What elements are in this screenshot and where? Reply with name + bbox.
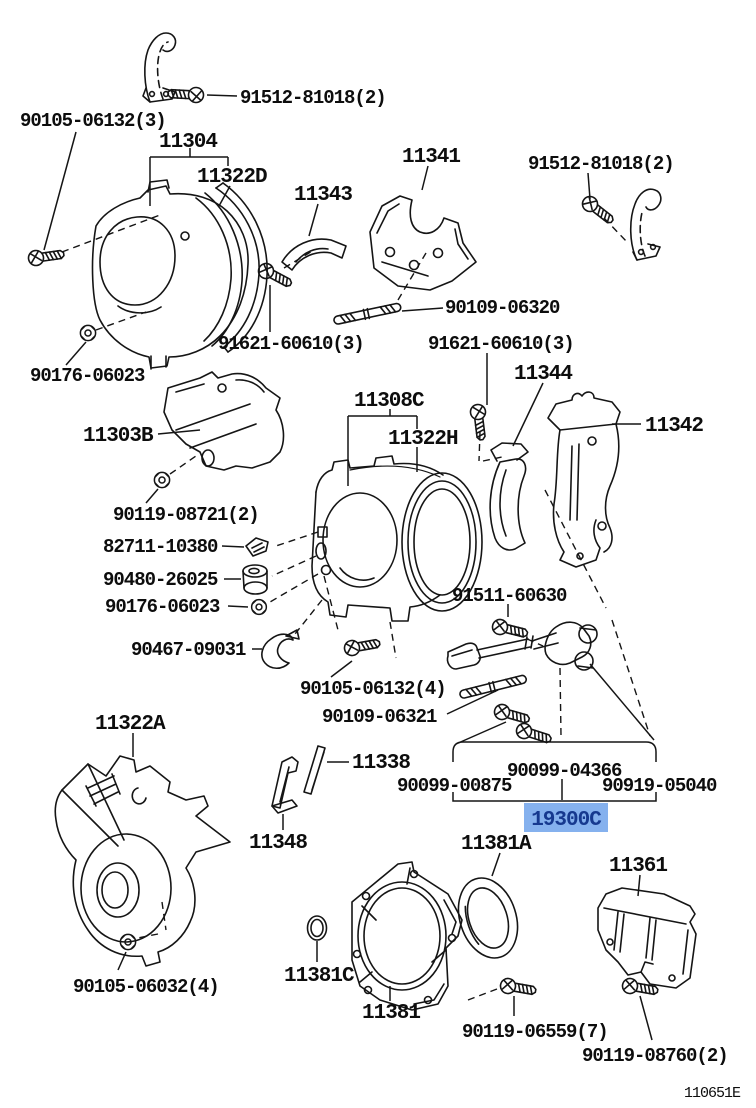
part-11343-drawing	[281, 238, 347, 271]
part-label-90119-08721[interactable]: 90119-08721(2)	[113, 504, 260, 526]
nut-90176-top-drawing	[79, 324, 97, 342]
hanger-hook-right-drawing	[629, 188, 662, 261]
oil-nozzle-assembly-drawing	[446, 621, 598, 671]
bolt-90105-06132-3-drawing	[26, 245, 66, 268]
part-label-11342[interactable]: 11342	[645, 415, 704, 438]
stud-90109-06321-drawing	[458, 672, 529, 701]
bolt-91512-left-drawing	[166, 85, 205, 104]
highlighted-part-19300C[interactable]: 19300C	[524, 803, 608, 832]
part-label-91512-81018-right[interactable]: 91512-81018(2)	[528, 153, 675, 175]
part-label-11304[interactable]: 11304	[159, 131, 218, 154]
part-label-11338[interactable]: 11338	[352, 752, 411, 775]
part-label-90105-06132-3[interactable]: 90105-06132(3)	[20, 110, 167, 132]
part-label-11341[interactable]: 11341	[402, 146, 461, 169]
bolt-90119-06559-drawing	[498, 976, 538, 1000]
part-label-91621-60610-right[interactable]: 91621-60610(3)	[428, 333, 575, 355]
oring-11381C-drawing	[306, 915, 328, 941]
part-label-11361[interactable]: 11361	[609, 855, 668, 878]
grommet-90480-drawing	[242, 564, 268, 595]
part-label-11343[interactable]: 11343	[294, 184, 353, 207]
part-label-90919-05040[interactable]: 90919-05040	[602, 775, 718, 797]
bolt-90119-08760-drawing	[620, 976, 660, 1000]
part-label-82711-10380[interactable]: 82711-10380	[103, 536, 219, 558]
part-label-91511-60630[interactable]: 91511-60630	[452, 585, 568, 607]
part-label-90176-06023-bottom[interactable]: 90176-06023	[105, 596, 221, 618]
clamp-90467-drawing	[261, 629, 300, 670]
bolt-91511-drawing	[490, 617, 530, 642]
part-label-90105-06132-4[interactable]: 90105-06132(4)	[300, 678, 447, 700]
part-label-11322H[interactable]: 11322H	[388, 428, 459, 451]
part-label-11303B[interactable]: 11303B	[83, 425, 155, 448]
part-label-90467-09031[interactable]: 90467-09031	[131, 639, 247, 661]
part-label-90109-06320[interactable]: 90109-06320	[445, 297, 561, 319]
cover-11308C-drawing	[311, 455, 483, 622]
timing-cover-11304-drawing	[91, 179, 249, 370]
bolt-90099-b-drawing	[513, 720, 554, 748]
part-label-19300C[interactable]: 19300C	[531, 809, 603, 832]
part-label-11381C[interactable]: 11381C	[284, 965, 356, 988]
clip-82711-drawing	[245, 537, 269, 557]
part-label-11322D[interactable]: 11322D	[197, 166, 268, 189]
plate-11381-drawing	[351, 861, 463, 1011]
part-label-90099-00875[interactable]: 90099-00875	[397, 775, 513, 797]
part-label-90119-06559[interactable]: 90119-06559(7)	[462, 1021, 609, 1043]
part-label-90176-06023-top[interactable]: 90176-06023	[30, 365, 146, 387]
group-bracket-upper	[452, 741, 657, 762]
shell-11344-drawing	[489, 442, 529, 551]
cover-11361-drawing	[597, 887, 697, 989]
bolt-91512-right-drawing	[578, 192, 618, 228]
assembly-dashed-lines	[61, 214, 651, 1001]
part-label-11348[interactable]: 11348	[249, 832, 308, 855]
part-label-11308C[interactable]: 11308C	[354, 390, 426, 413]
wedge-11348-drawing	[271, 756, 299, 814]
part-label-90099-04366[interactable]: 90099-04366	[507, 760, 623, 782]
gasket-11338-drawing	[303, 745, 326, 795]
part-label-90109-06321[interactable]: 90109-06321	[322, 706, 438, 728]
part-label-91621-60610-left[interactable]: 91621-60610(3)	[218, 333, 365, 355]
drawing-code: 110651E	[684, 1085, 741, 1102]
part-label-90105-06032[interactable]: 90105-06032(4)	[73, 976, 220, 998]
cover-11322A-drawing	[54, 755, 231, 967]
part-label-91512-81018-left[interactable]: 91512-81018(2)	[240, 87, 387, 109]
stud-90109-06320-drawing	[332, 301, 403, 327]
hanger-hook-top-drawing	[142, 32, 177, 103]
nut-90119-08721-drawing	[153, 471, 171, 489]
bolt-90105-06132-4-drawing	[342, 634, 382, 658]
part-label-11381[interactable]: 11381	[362, 1002, 421, 1025]
group-bracket-lower	[452, 792, 657, 802]
part-label-11381A[interactable]: 11381A	[461, 833, 533, 856]
nut-90176-bottom-drawing	[250, 598, 268, 616]
bracket-11341-drawing	[369, 195, 477, 291]
part-label-11344[interactable]: 11344	[514, 363, 573, 386]
part-label-90480-26025[interactable]: 90480-26025	[103, 569, 219, 591]
part-label-90119-08760[interactable]: 90119-08760(2)	[582, 1045, 729, 1067]
part-label-11322A[interactable]: 11322A	[95, 713, 167, 736]
highlight-box	[524, 803, 608, 832]
bracket-11342-drawing	[547, 391, 621, 568]
leader-lines	[43, 94, 657, 1041]
seal-11381A-drawing	[457, 877, 519, 959]
shield-11303B-drawing	[163, 371, 285, 471]
